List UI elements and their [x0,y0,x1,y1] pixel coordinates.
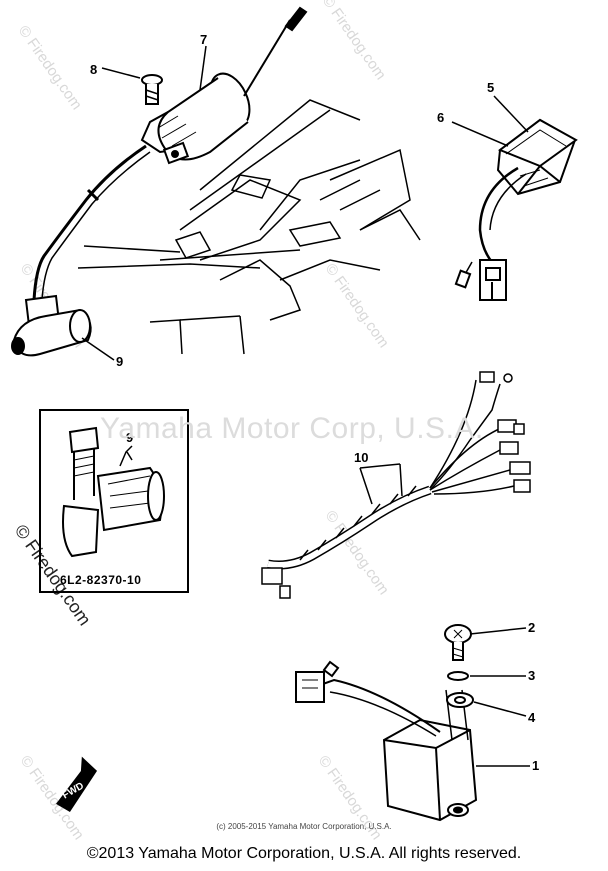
cdi-relay [454,118,578,301]
footer-copyright: ©2013 Yamaha Motor Corporation, U.S.A. A… [86,845,522,862]
cdi-unit [295,660,478,822]
bolt-8 [141,74,163,105]
screw-2 [444,624,472,661]
inset-box [39,409,189,593]
watermark-firedog: © Firedog.com [319,0,389,83]
callout-1: 1 [532,758,539,773]
ignition-coil [11,6,308,357]
callout-5: 5 [487,80,494,95]
callout-8: 8 [90,62,97,77]
frame-bracket [77,99,421,355]
callout-9: 9 [116,354,123,369]
callout-6: 6 [437,110,444,125]
watermark-firedog: © Firedog.com [322,261,392,352]
washer-3 [447,671,469,681]
wire-harness [261,371,531,599]
callout-9-inset: 9 [126,430,133,445]
callout-2: 2 [528,620,535,635]
leader-lines [81,45,530,767]
inset-part-code: 6L2-82370-10 [60,573,142,587]
small-copyright: (c) 2005-2015 Yamaha Motor Corporation, … [216,822,392,831]
watermark-firedog: © Firedog.com [15,23,85,114]
callout-3: 3 [528,668,535,683]
callout-7: 7 [200,32,207,47]
washer-4 [446,692,474,708]
callout-4: 4 [528,710,536,725]
callout-10: 10 [354,450,368,465]
watermark-yamaha: Yamaha Motor Corp, U.S.A. [100,412,484,445]
callouts: 7 8 5 6 9 9 10 2 3 4 1 [90,32,539,773]
